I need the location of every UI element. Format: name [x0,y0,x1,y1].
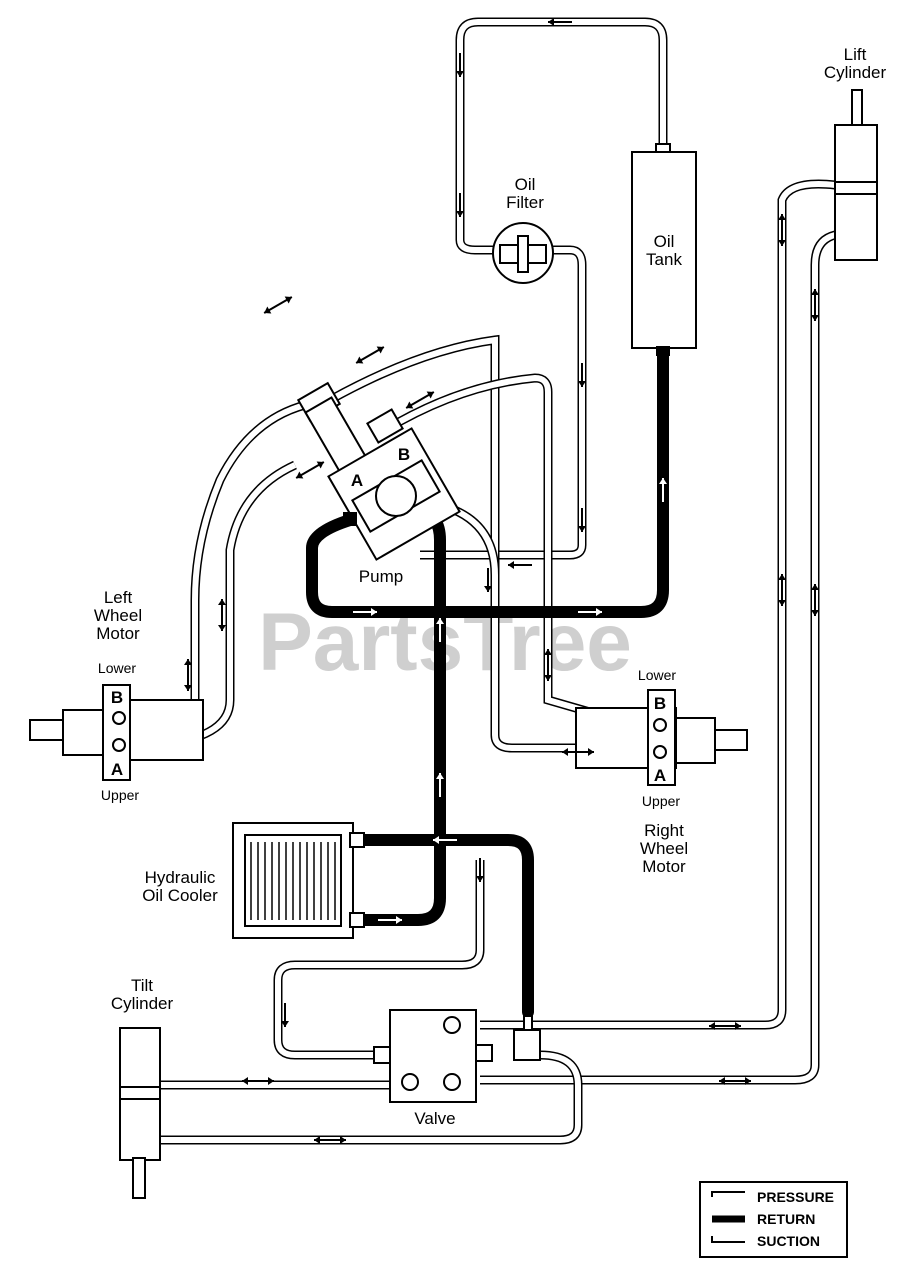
flow-arrow [456,53,464,77]
right-motor-lower: Lower [638,667,676,683]
left-motor-port-a: A [111,760,123,779]
flow-arrow [436,773,444,797]
valve-label: Valve [414,1109,455,1128]
legend: PRESSURE RETURN SUCTION [699,1181,848,1258]
flow-arrow [811,584,819,616]
left-motor-upper: Upper [101,787,139,803]
pump-label: Pump [359,567,403,586]
flow-arrow [544,649,552,681]
flow-arrow [353,608,377,616]
legend-pressure: PRESSURE [757,1189,834,1205]
flow-arrow [355,346,385,364]
flow-arrow [476,858,484,882]
flow-arrow [263,296,293,314]
left-motor-port-b: B [111,688,123,707]
flow-arrow [508,561,532,569]
pressure-suction-lines [125,17,837,1145]
flow-arrow [811,289,819,321]
legend-suction: SUCTION [757,1233,820,1249]
flow-arrow [242,1077,274,1085]
flow-arrow [709,1022,741,1030]
flow-arrow [436,618,444,642]
valve: Valve [373,1009,541,1128]
legend-return: RETURN [757,1211,815,1227]
right-motor-upper: Upper [642,793,680,809]
flow-arrow [314,1136,346,1144]
flow-arrow [218,599,226,631]
flow-arrow [484,568,492,592]
left-motor-lower: Lower [98,660,136,676]
flow-arrow [184,659,192,691]
flow-arrow [578,508,586,532]
flow-arrow [778,574,786,606]
flow-arrow [659,478,667,502]
right-motor-port-a: A [654,766,666,785]
flow-arrow [281,1003,289,1027]
pump-port-b: B [398,445,410,464]
right-motor-port-b: B [654,694,666,713]
flow-arrow [778,214,786,246]
pump-port-a: A [351,471,363,490]
flow-arrow [562,748,594,756]
flow-arrow [578,363,586,387]
flow-arrow [405,391,435,409]
flow-arrow [719,1077,751,1085]
flow-arrow [295,461,325,479]
pump: A B Pump [296,381,461,586]
flow-arrow [433,836,457,844]
flow-arrow [456,193,464,217]
flow-arrow [548,18,572,26]
flow-arrow [578,608,602,616]
flow-arrow [378,916,402,924]
